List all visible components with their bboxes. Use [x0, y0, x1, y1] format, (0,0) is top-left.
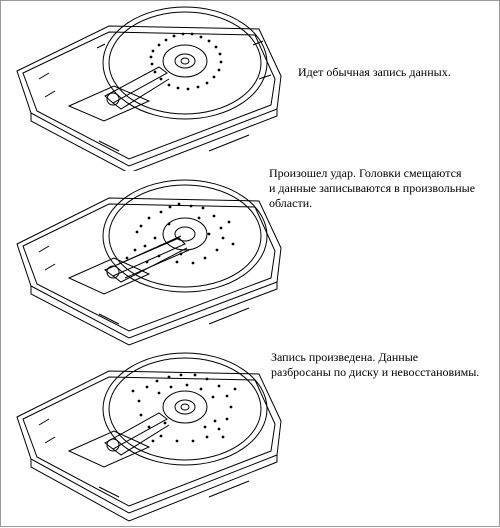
scattered-data-dots: [125, 202, 235, 265]
hard-drive-drawing: [16, 6, 282, 171]
platter: [102, 179, 268, 293]
scattered-data-dots: [131, 373, 237, 443]
caption-shock: Произошел удар. Головки смещаются и данн…: [269, 166, 476, 210]
hard-drive-drawing: [16, 179, 282, 346]
platter: [102, 352, 268, 466]
caption-normal-write: Идет обычная запись данных.: [298, 65, 451, 79]
platter: [102, 6, 268, 120]
panel-normal-write: Идет обычная запись данных.: [1, 1, 500, 171]
data-track-dots: [149, 32, 223, 91]
head-arm: [104, 66, 170, 110]
head-arm-displaced: [104, 235, 190, 283]
panel-scattered: Запись произведена. Данные разбросаны по…: [1, 341, 500, 528]
drive-body: [16, 25, 282, 171]
panel-shock: Произошел удар. Головки смещаются и данн…: [1, 166, 500, 346]
hard-drive-drawing: [16, 352, 282, 522]
drive-body: [16, 370, 282, 522]
drive-body: [16, 197, 282, 346]
caption-scattered: Запись произведена. Данные разбросаны по…: [271, 350, 480, 379]
head-arm: [104, 412, 170, 456]
